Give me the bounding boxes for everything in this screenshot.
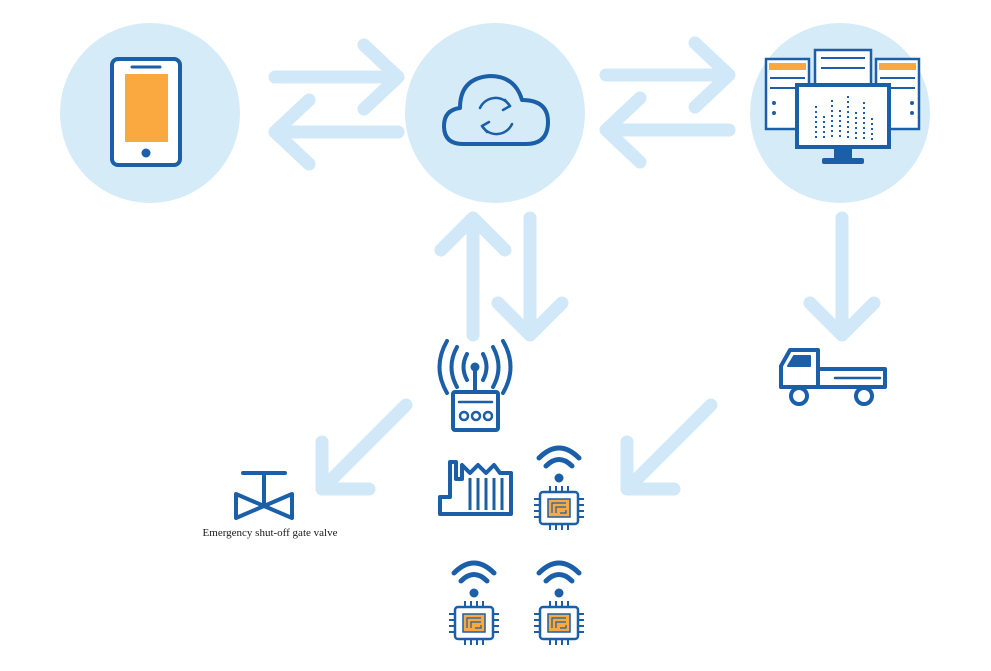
gate-valve-icon (234, 471, 294, 520)
arrow-devices-to-cloud (434, 211, 512, 342)
factory-icon (438, 460, 513, 516)
wireless-chip-icon (534, 448, 584, 530)
arrow-server-to-truck (803, 211, 881, 342)
arrow-server-to-cloud (599, 91, 736, 169)
arrow-cloud-to-server (599, 36, 736, 114)
cloud-sync-icon (442, 74, 550, 146)
arrow-cloud-to-devices (491, 211, 569, 342)
arrow-cloud-to-phone (268, 93, 405, 171)
arrows (268, 36, 881, 496)
arrow-phone-to-cloud (268, 38, 405, 116)
smartphone-icon (110, 57, 182, 167)
server-dashboard-icon (764, 48, 921, 164)
wireless-chip-icon (449, 563, 499, 645)
arrow-devices-to-valve (315, 398, 413, 496)
arrow-truck-to-devices (620, 398, 718, 496)
radio-transmitter-icon (437, 339, 513, 432)
wireless-chip-icon (534, 563, 584, 645)
valve-label: Emergency shut-off gate valve (202, 527, 338, 539)
cloud-node-circle (405, 23, 585, 203)
delivery-truck-icon (779, 348, 887, 406)
